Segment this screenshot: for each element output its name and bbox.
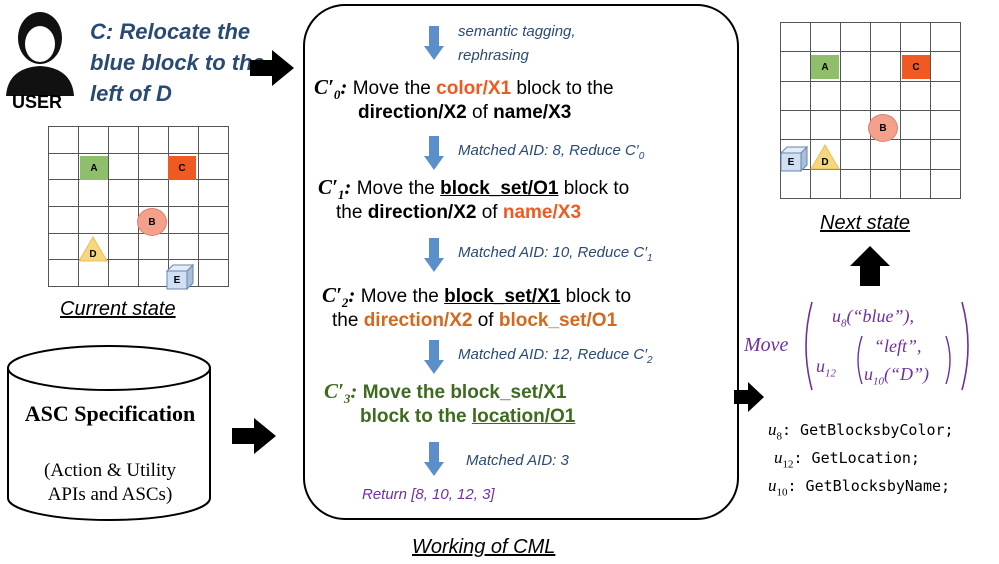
next-block-d-label: D	[821, 156, 829, 168]
formula-paren-right	[961, 301, 969, 391]
formula-inner-paren-left	[857, 335, 863, 385]
command-c2-line2: the direction/X2 of block_set/O1	[332, 310, 618, 331]
step-note-1: Matched AID: 8, Reduce C′0	[458, 142, 645, 162]
formula-u12: u12	[816, 356, 836, 380]
current-state-caption: Current state	[60, 298, 176, 320]
arrow-down-icon	[424, 340, 444, 374]
legend-u10: u10: GetBlocksbyName;	[768, 476, 951, 499]
formula-left-arg: “left”,	[874, 336, 922, 356]
command-c3-line2: block to the location/O1	[360, 406, 576, 427]
arrow-down-icon	[424, 136, 444, 170]
arrow-down-icon	[424, 442, 444, 476]
asc-line2: APIs and ASCs)	[47, 484, 173, 505]
arrow-right-icon	[250, 50, 294, 86]
block-c: C	[168, 156, 196, 180]
block-d-triangle	[78, 236, 108, 262]
arrow-right-icon	[232, 418, 276, 454]
next-block-e-label: E	[787, 156, 795, 168]
formula-u10: u10(“D”)	[864, 364, 930, 388]
command-c3: C′3: Move the block_set/X1	[324, 379, 567, 407]
asc-title: ASC Specification	[24, 401, 196, 426]
current-state-grid	[48, 126, 229, 287]
step-note-2: Matched AID: 10, Reduce C′1	[458, 244, 653, 264]
arrow-down-icon	[424, 238, 444, 272]
return-value: Return [8, 10, 12, 3]	[362, 486, 495, 503]
command-c1: C′1: Move the block_set/O1 block to	[318, 175, 630, 203]
command-c0: C′0: Move the color/X1 block to the	[314, 75, 614, 103]
user-label: USER	[12, 92, 63, 112]
block-b: B	[137, 208, 167, 236]
next-state-grid	[780, 22, 961, 199]
formula-paren-left	[805, 301, 813, 391]
asc-line1: (Action & Utility	[44, 460, 176, 481]
cml-panel	[303, 4, 739, 520]
user-icon	[6, 12, 74, 96]
next-block-c: C	[902, 55, 930, 79]
block-a: A	[80, 156, 108, 180]
formula-inner-paren-right	[945, 335, 951, 385]
formula-fn: Move	[744, 334, 789, 356]
command-c1-line2: the direction/X2 of name/X3	[336, 202, 582, 223]
next-block-d-triangle	[810, 144, 840, 170]
cml-caption: Working of CML	[412, 536, 556, 558]
next-block-b: B	[868, 114, 898, 142]
step-note-4: Matched AID: 3	[466, 452, 569, 469]
block-e-cube	[166, 264, 194, 290]
formula-u8: u8(“blue”),	[832, 306, 914, 330]
legend-u8: u8: GetBlocksbyColor;	[768, 420, 954, 443]
user-command: C: Relocate the blue block to the left o…	[90, 19, 265, 106]
next-state-caption: Next state	[820, 212, 911, 234]
next-block-a: A	[811, 55, 839, 79]
block-d-label: D	[89, 248, 97, 260]
arrow-up-icon	[850, 246, 890, 286]
command-c0-line2: direction/X2 of name/X3	[358, 102, 572, 123]
asc-database-cylinder	[7, 345, 211, 521]
block-e-label: E	[173, 274, 181, 286]
next-block-e-cube	[780, 146, 808, 172]
command-c2: C′2: Move the block_set/X1 block to	[322, 283, 632, 311]
arrow-right-icon	[734, 382, 764, 412]
step-note-3: Matched AID: 12, Reduce C′2	[458, 346, 653, 366]
legend-u12: u12: GetLocation;	[774, 448, 920, 471]
step-note-semantic: semantic tagging, rephrasing	[458, 23, 576, 64]
arrow-down-icon	[424, 26, 444, 60]
